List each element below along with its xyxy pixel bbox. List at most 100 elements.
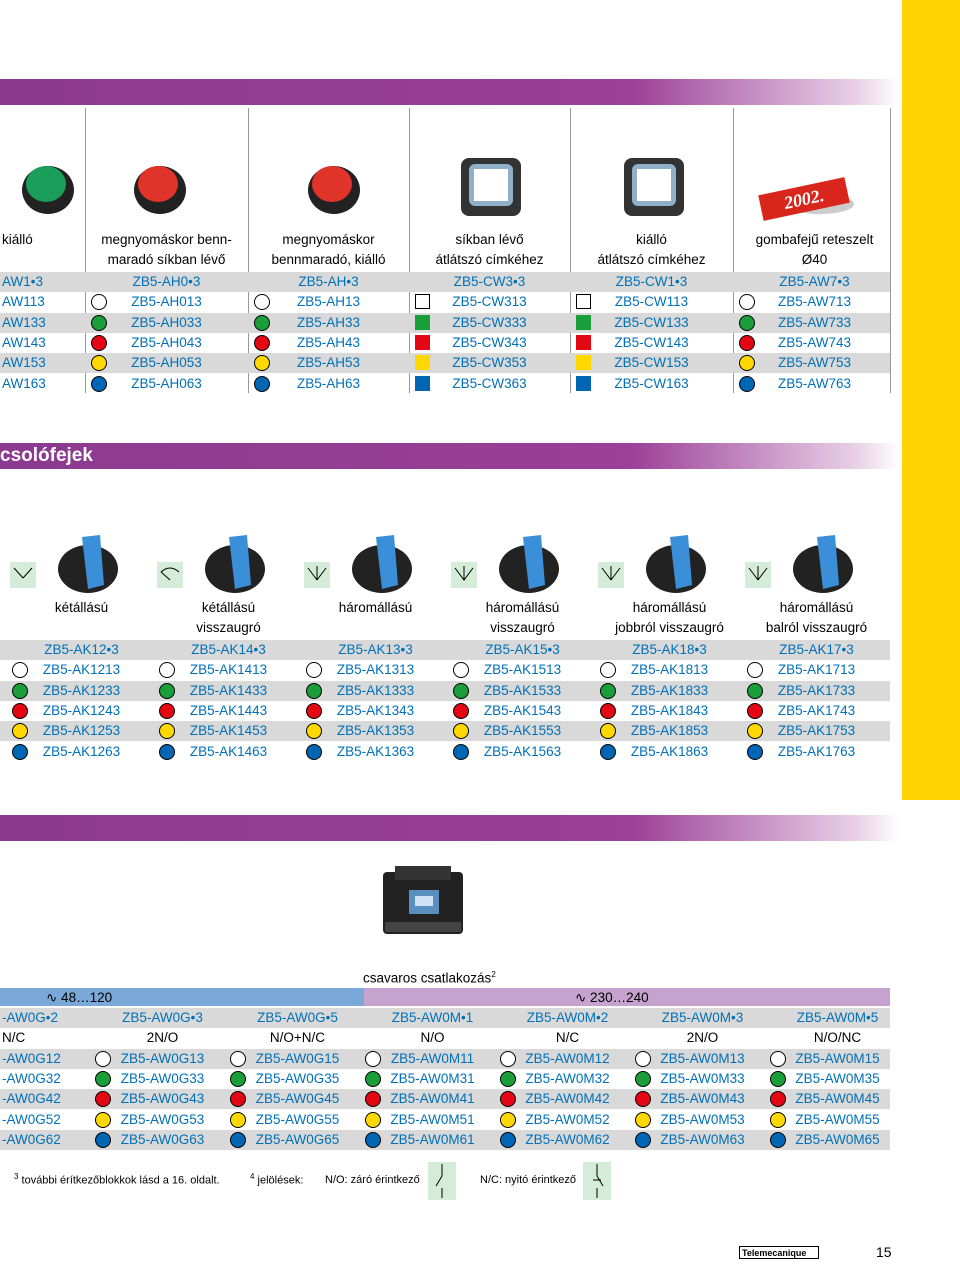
color-indicator: [500, 1070, 516, 1087]
color-indicator: [747, 662, 763, 679]
color-indicator: [770, 1050, 786, 1067]
table-cell: ZB5-AK14•3: [191, 642, 266, 657]
table-cell: AW153: [2, 355, 46, 371]
color-indicator: [415, 355, 430, 371]
table-cell: AW143: [2, 334, 46, 350]
table-cell: ZB5-AK1513: [483, 662, 562, 678]
color-indicator: [12, 743, 28, 760]
table-cell: ZB5-AH43: [296, 334, 361, 350]
table-cell: ZB5-AK1463: [189, 743, 268, 759]
table-cell: ZB5-AW0M41: [390, 1091, 475, 1107]
color-indicator: [12, 702, 28, 719]
row-stripe: [0, 1089, 890, 1110]
table-cell: ZB5-CW113: [614, 294, 689, 310]
table-cell: ZB5-AK1713: [777, 662, 856, 678]
table-cell: ZB5-AW0M•3: [661, 1010, 744, 1025]
voltage-band-left: [0, 988, 364, 1006]
table-cell: ZB5-AK13•3: [338, 642, 413, 657]
table-cell: ZB5-AK1433: [189, 682, 268, 698]
column-divider: [248, 108, 249, 393]
color-indicator: [415, 314, 430, 330]
column-header-line1: háromállású: [485, 600, 560, 615]
nc-contact-symbol: [583, 1162, 611, 1200]
column-header-line1: kiálló: [636, 232, 667, 247]
color-indicator: [739, 375, 755, 392]
table-cell: AW163: [2, 375, 46, 391]
table-cell: ZB5-AW0M32: [525, 1070, 610, 1086]
table-cell: ZB5-AW0M61: [390, 1131, 475, 1147]
color-indicator: [747, 682, 763, 699]
pushbutton-image: [296, 150, 366, 220]
color-indicator: [739, 334, 755, 351]
table-cell: ZB5-AK1313: [336, 662, 415, 678]
table-cell: ZB5-AK1213: [42, 662, 121, 678]
table-cell: ZB5-AW0M52: [525, 1111, 610, 1127]
color-indicator: [306, 743, 322, 760]
table-cell: ZB5-CW363: [452, 375, 527, 391]
table-cell: ZB5-AK1553: [483, 723, 562, 739]
color-indicator: [453, 743, 469, 760]
color-indicator: [95, 1111, 111, 1128]
column-header-line1: kétállású: [201, 600, 256, 615]
table-cell: ZB5-AW0M•1: [391, 1010, 474, 1025]
color-indicator: [635, 1091, 651, 1108]
table-cell: ZB5-AW0M12: [525, 1050, 610, 1066]
table-cell: ZB5-CW163: [614, 375, 689, 391]
table-cell: ZB5-AK1233: [42, 682, 121, 698]
color-indicator: [95, 1091, 111, 1108]
color-indicator: [415, 294, 430, 310]
column-header-line2: átlátszó címkéhez: [435, 252, 544, 267]
table-cell: ZB5-AK17•3: [779, 642, 854, 657]
table-cell: N/O+N/C: [269, 1030, 326, 1046]
table-cell: ZB5-AK1843: [630, 702, 709, 718]
color-indicator: [230, 1050, 246, 1067]
color-indicator: [500, 1111, 516, 1128]
nc-label: N/C: nyitó érintkező: [480, 1174, 576, 1186]
column-header-line1: kétállású: [54, 600, 109, 615]
table-cell: ZB5-AW0G35: [255, 1070, 340, 1086]
column-header-line1: gombafejű reteszelt: [755, 232, 874, 247]
color-indicator: [453, 702, 469, 719]
column-header-line2: jobbról visszaugró: [615, 620, 724, 635]
table-cell: ZB5-AK1743: [777, 702, 856, 718]
color-indicator: [306, 682, 322, 699]
table-cell: ZB5-AW0G•3: [122, 1010, 203, 1025]
table-cell: ZB5-AW0M15: [795, 1050, 880, 1066]
color-indicator: [230, 1070, 246, 1087]
table-cell: ZB5-CW343: [452, 334, 527, 350]
table-cell: ZB5-AK1733: [777, 682, 856, 698]
table-cell: ZB5-AW0G45: [255, 1091, 340, 1107]
color-indicator: [254, 355, 270, 372]
table-cell: ZB5-AK1533: [483, 682, 562, 698]
color-indicator: [91, 355, 107, 372]
table-cell: ZB5-AH13: [296, 294, 361, 310]
pushbutton-image: [122, 150, 192, 220]
pushbutton-image: [455, 150, 525, 220]
table-cell: ZB5-AW0G•5: [257, 1010, 338, 1025]
table-cell: ZB5-AW0M65: [795, 1131, 880, 1147]
table-cell: ZB5-AW0M33: [660, 1070, 745, 1086]
color-indicator: [747, 702, 763, 719]
table-cell: ZB5-AW0G13: [120, 1050, 205, 1066]
column-header-line1: megnyomáskor benn-: [101, 232, 232, 247]
color-indicator: [91, 334, 107, 351]
color-indicator: [230, 1091, 246, 1108]
table-cell: ZB5-CW333: [452, 314, 527, 330]
color-indicator: [159, 682, 175, 699]
row-stripe: [0, 1048, 890, 1069]
page-number: 15: [876, 1244, 892, 1260]
color-indicator: [254, 314, 270, 331]
no-label: N/O: záró érintkező: [325, 1174, 420, 1186]
table-cell: ZB5-AW0G15: [255, 1050, 340, 1066]
color-indicator: [365, 1091, 381, 1108]
color-indicator: [95, 1050, 111, 1067]
table-cell: ZB5-AW0G63: [120, 1131, 205, 1147]
selector-switch-image: [342, 525, 422, 597]
pushbutton-image: [10, 150, 80, 220]
voltage-band-right: [364, 988, 890, 1006]
table-cell: ZB5-AW0M63: [660, 1131, 745, 1147]
color-indicator: [254, 294, 270, 311]
row-stripe: [0, 721, 890, 742]
table-cell: -AW0G62: [2, 1131, 61, 1147]
table-cell: N/O: [420, 1030, 445, 1046]
